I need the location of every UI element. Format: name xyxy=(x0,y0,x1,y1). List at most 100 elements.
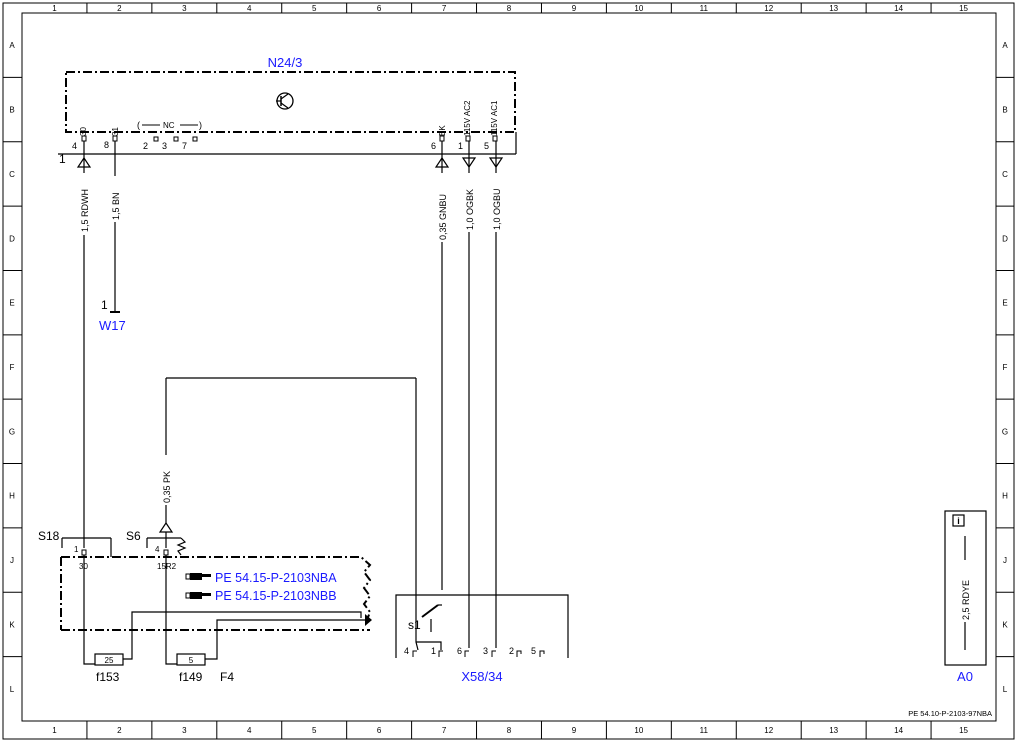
svg-text:15R2: 15R2 xyxy=(157,562,177,571)
grid-col-label-10: 10 xyxy=(634,726,643,735)
grid-col-label-1: 1 xyxy=(52,726,57,735)
splice-s18-label: S18 xyxy=(38,529,60,543)
grid-col-label-15: 15 xyxy=(959,4,968,13)
wire-ogbu-label: 1,0 OGBU xyxy=(492,188,502,230)
grid-row-label-G: G xyxy=(1002,427,1008,436)
reference-link-nbb[interactable]: PE 54.15-P-2103NBB xyxy=(185,589,337,603)
fuse-box-outline-top xyxy=(61,556,372,621)
ground-pin: 1 xyxy=(101,298,108,312)
grid-row-label-H: H xyxy=(1002,492,1008,501)
connector-number: 1 xyxy=(59,152,66,166)
connector-x58-outline xyxy=(395,594,569,658)
fuse-carrier-f4-label: F4 xyxy=(220,670,234,684)
reference-a0-label[interactable]: A0 xyxy=(957,669,973,684)
grid-row-label-D: D xyxy=(1002,234,1008,243)
switch-s1 xyxy=(415,590,442,651)
reference-link-nba[interactable]: PE 54.15-P-2103NBA xyxy=(185,571,337,585)
svg-text:3: 3 xyxy=(483,646,488,656)
svg-text:(: ( xyxy=(137,120,140,130)
grid-col-label-6: 6 xyxy=(377,726,382,735)
info-icon[interactable]: i xyxy=(952,514,965,527)
grid-col-label-8: 8 xyxy=(507,4,512,13)
nc-pins: ( NC ) xyxy=(137,120,202,130)
grid-col-label-14: 14 xyxy=(894,726,903,735)
grid-col-label-6: 6 xyxy=(377,4,382,13)
grid-col-label-7: 7 xyxy=(442,4,447,13)
transistor-icon xyxy=(276,92,294,110)
grid-row-label-K: K xyxy=(9,620,15,629)
svg-text:1: 1 xyxy=(458,141,463,151)
hand-pointer-icon xyxy=(185,573,211,580)
grid-col-label-4: 4 xyxy=(247,4,252,13)
grid-row-label-E: E xyxy=(9,299,14,308)
wire-rdye-label: 2,5 RDYE xyxy=(961,580,971,620)
grid-row-label-D: D xyxy=(9,234,15,243)
switch-s1-label: s1 xyxy=(408,618,421,632)
grid-col-label-10: 10 xyxy=(634,4,643,13)
grid-col-label-7: 7 xyxy=(442,726,447,735)
svg-text:PE 54.15-P-2103NBA[interactable]: PE 54.15-P-2103NBA xyxy=(215,571,337,585)
grid-row-label-L: L xyxy=(10,685,15,694)
pin-label-31: 31 xyxy=(111,127,120,136)
grid-col-label-3: 3 xyxy=(182,4,187,13)
svg-text:6: 6 xyxy=(457,646,462,656)
info-box-a0 xyxy=(944,510,987,666)
svg-text:NC: NC xyxy=(163,121,175,130)
grid-row-label-A: A xyxy=(9,41,15,50)
grid-col-label-2: 2 xyxy=(117,4,122,13)
wire-ogbk-label: 1,0 OGBK xyxy=(465,189,475,230)
grid-row-label-L: L xyxy=(1003,685,1008,694)
grid-row-label-B: B xyxy=(1002,106,1007,115)
wire-bn-label: 1,5 BN xyxy=(111,192,121,220)
svg-text:5: 5 xyxy=(484,141,489,151)
fuse-f153-label: f153 xyxy=(96,670,120,684)
svg-text:4: 4 xyxy=(155,545,160,554)
grid-row-label-F: F xyxy=(1003,363,1008,372)
connector-x58-label[interactable]: X58/34 xyxy=(461,669,502,684)
grid-row-label-G: G xyxy=(9,427,15,436)
grid-col-label-14: 14 xyxy=(894,4,903,13)
grid-row-label-H: H xyxy=(9,492,15,501)
grid-row-label-C: C xyxy=(1002,170,1008,179)
connector-x58-pins: 4 1 6 3 2 5 xyxy=(404,646,545,657)
splice-s6-label: S6 xyxy=(126,529,141,543)
grid-col-label-12: 12 xyxy=(764,726,773,735)
grid-col-label-13: 13 xyxy=(829,4,838,13)
grid-col-label-9: 9 xyxy=(572,726,577,735)
grid-row-label-A: A xyxy=(1002,41,1008,50)
grid-row-label-C: C xyxy=(9,170,15,179)
grid-col-label-5: 5 xyxy=(312,726,317,735)
svg-text:): ) xyxy=(199,120,202,130)
svg-text:8: 8 xyxy=(104,140,109,150)
wire-pk-label: 0,35 PK xyxy=(162,471,172,503)
grid-row-label-J: J xyxy=(1003,556,1007,565)
grid-ticks xyxy=(3,3,1014,739)
grid-col-label-5: 5 xyxy=(312,4,317,13)
svg-text:3: 3 xyxy=(162,141,167,151)
grid-col-label-8: 8 xyxy=(507,726,512,735)
svg-text:4: 4 xyxy=(404,646,409,656)
control-unit-box xyxy=(65,71,516,133)
hand-pointer-icon xyxy=(185,592,211,599)
svg-text:i: i xyxy=(957,516,960,526)
grid-col-label-2: 2 xyxy=(117,726,122,735)
grid-row-label-B: B xyxy=(9,106,14,115)
control-unit-label[interactable]: N24/3 xyxy=(268,55,303,70)
document-id: PE 54.10-P-2103-97NBA xyxy=(908,709,992,718)
grid-col-label-11: 11 xyxy=(700,726,709,735)
svg-text:6: 6 xyxy=(431,141,436,151)
pin-label-bk: BK xyxy=(438,125,447,136)
ground-w17-label[interactable]: W17 xyxy=(99,318,126,333)
grid-labels: 1122334455667788991010111112121313141415… xyxy=(9,4,1008,735)
svg-text:1: 1 xyxy=(74,545,79,554)
grid-col-label-13: 13 xyxy=(829,726,838,735)
svg-text:2: 2 xyxy=(509,646,514,656)
fuse-f149-label: f149 xyxy=(179,670,203,684)
grid-row-label-F: F xyxy=(10,363,15,372)
svg-text:25: 25 xyxy=(105,656,114,665)
svg-text:PE 54.15-P-2103NBB[interactable]: PE 54.15-P-2103NBB xyxy=(215,589,337,603)
pin-label-ac1: 115V AC1 xyxy=(490,100,499,136)
svg-text:2: 2 xyxy=(143,141,148,151)
